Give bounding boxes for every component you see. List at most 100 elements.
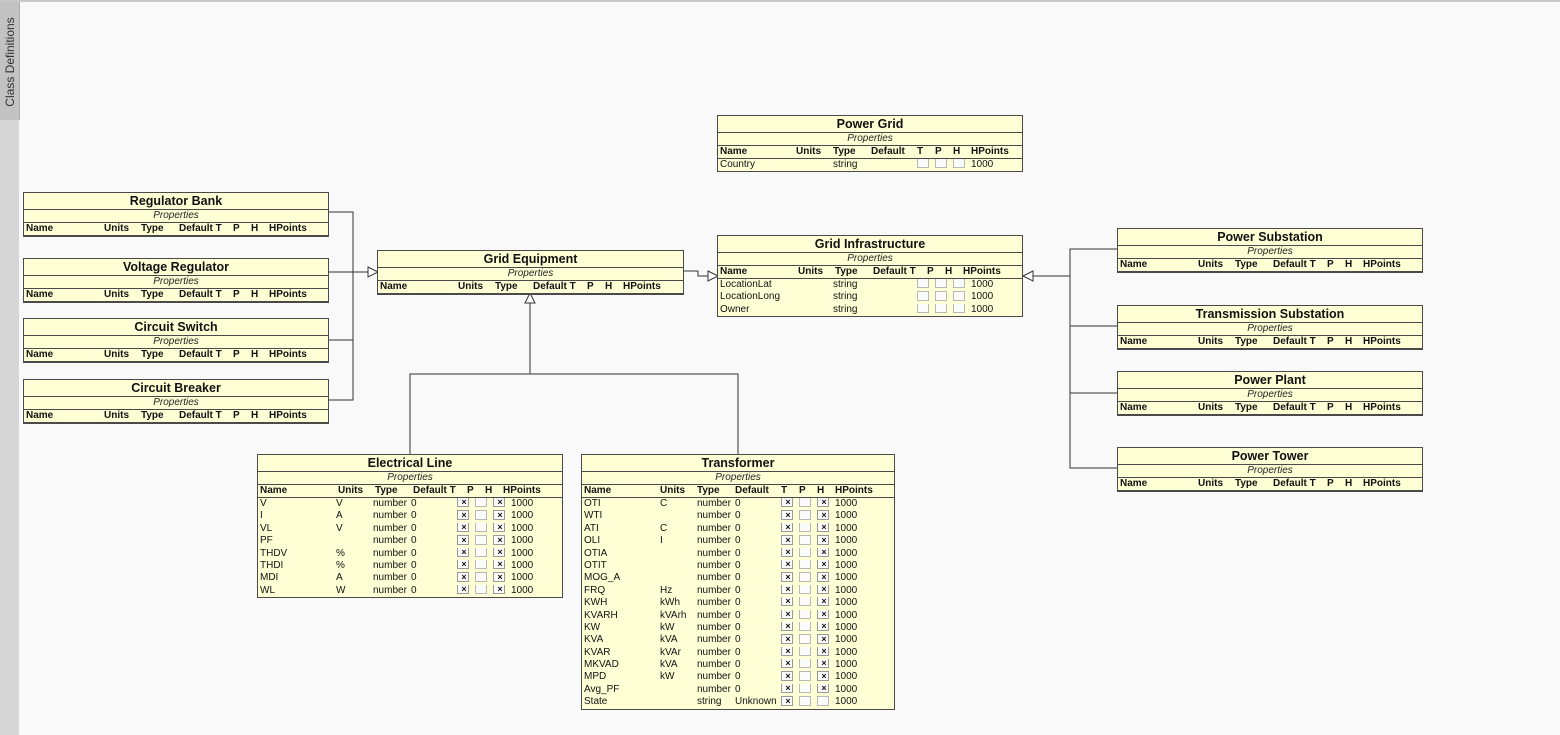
flag-p-checkbox[interactable]: [799, 659, 811, 669]
flag-h-checkbox[interactable]: ×: [493, 522, 505, 533]
flag-p-checkbox[interactable]: [475, 559, 487, 570]
flag-h-checkbox[interactable]: [953, 159, 965, 169]
flag-t-checkbox[interactable]: [917, 159, 929, 169]
flag-h-checkbox[interactable]: ×: [817, 510, 829, 520]
flag-p-checkbox[interactable]: [475, 547, 487, 557]
flag-p-checkbox[interactable]: [799, 559, 811, 570]
flag-h-checkbox[interactable]: [953, 291, 965, 301]
flag-t-checkbox[interactable]: ×: [781, 683, 793, 694]
flag-p-checkbox[interactable]: [935, 279, 947, 289]
flag-p-checkbox[interactable]: [799, 535, 811, 545]
flag-p-checkbox[interactable]: [475, 522, 487, 533]
flag-p-checkbox[interactable]: [475, 510, 487, 520]
flag-h-checkbox[interactable]: ×: [817, 597, 829, 607]
flag-t-checkbox[interactable]: ×: [457, 510, 469, 520]
flag-h-checkbox[interactable]: ×: [493, 547, 505, 557]
flag-h-checkbox[interactable]: [953, 303, 965, 314]
flag-p-checkbox[interactable]: [799, 696, 811, 706]
flag-h-checkbox[interactable]: ×: [817, 609, 829, 619]
flag-t-checkbox[interactable]: [917, 291, 929, 301]
flag-p-checkbox[interactable]: [799, 646, 811, 657]
flag-h-checkbox[interactable]: ×: [817, 522, 829, 533]
flag-h-checkbox[interactable]: ×: [493, 559, 505, 570]
flag-h-checkbox[interactable]: ×: [493, 535, 505, 545]
flag-h-checkbox[interactable]: ×: [817, 646, 829, 657]
flag-p-checkbox[interactable]: [475, 535, 487, 545]
flag-t-checkbox[interactable]: ×: [457, 584, 469, 595]
flag-p-checkbox[interactable]: [475, 572, 487, 582]
flag-h-checkbox[interactable]: ×: [817, 584, 829, 595]
flag-p-checkbox[interactable]: [799, 621, 811, 632]
flag-p-checkbox[interactable]: [799, 609, 811, 619]
flag-t-checkbox[interactable]: ×: [457, 547, 469, 557]
flag-p-checkbox[interactable]: [799, 671, 811, 681]
flag-h-checkbox[interactable]: ×: [817, 535, 829, 545]
flag-h-checkbox[interactable]: ×: [817, 547, 829, 557]
flag-p-checkbox[interactable]: [799, 683, 811, 694]
flag-h-checkbox[interactable]: ×: [493, 498, 505, 508]
flag-p-checkbox[interactable]: [799, 634, 811, 644]
flag-h-checkbox[interactable]: ×: [493, 572, 505, 582]
flag-t-checkbox[interactable]: ×: [781, 510, 793, 520]
flag-p-checkbox[interactable]: [475, 498, 487, 508]
class-definitions-tab[interactable]: Class Definitions: [0, 2, 20, 120]
flag-h-checkbox[interactable]: ×: [817, 683, 829, 694]
flag-t-checkbox[interactable]: ×: [781, 671, 793, 681]
flag-t-checkbox[interactable]: ×: [781, 659, 793, 669]
flag-h-checkbox[interactable]: ×: [493, 584, 505, 595]
flag-p-checkbox[interactable]: [799, 510, 811, 520]
flag-t-checkbox[interactable]: ×: [781, 535, 793, 545]
flag-t-checkbox[interactable]: ×: [457, 522, 469, 533]
flag-h-checkbox[interactable]: ×: [493, 510, 505, 520]
flag-h-checkbox[interactable]: [817, 696, 829, 706]
flag-p-checkbox[interactable]: [799, 547, 811, 557]
flag-t-checkbox[interactable]: ×: [781, 646, 793, 657]
flag-t-checkbox[interactable]: ×: [781, 559, 793, 570]
flag-p-checkbox[interactable]: [799, 572, 811, 582]
flag-p-checkbox[interactable]: [799, 584, 811, 595]
flag-h-checkbox[interactable]: ×: [817, 659, 829, 669]
flag-p-checkbox[interactable]: [799, 498, 811, 508]
flag-t-checkbox[interactable]: ×: [781, 547, 793, 557]
flag-p-checkbox[interactable]: [935, 159, 947, 169]
flag-t-checkbox[interactable]: [917, 303, 929, 314]
flag-t-checkbox[interactable]: ×: [457, 535, 469, 545]
flag-t-checkbox[interactable]: ×: [781, 584, 793, 595]
